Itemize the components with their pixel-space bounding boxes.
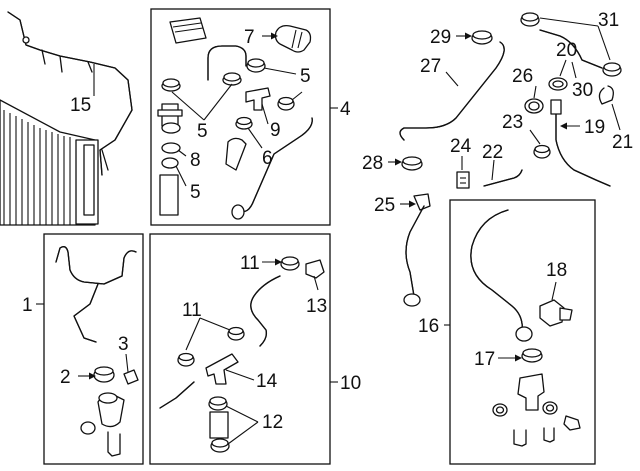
- group-box-4: [150, 8, 331, 226]
- group-box-16: [449, 199, 596, 465]
- callout-3: 3: [118, 334, 129, 355]
- callout-19: 19: [584, 117, 605, 138]
- callout-20: 20: [556, 40, 577, 61]
- callout-18: 18: [546, 260, 567, 281]
- callout-11-middle: 11: [182, 300, 202, 321]
- callout-24: 24: [450, 136, 472, 157]
- callout-8: 8: [190, 150, 201, 171]
- callout-17: 17: [474, 349, 495, 370]
- radiator: [0, 99, 99, 226]
- callout-22: 22: [482, 142, 503, 163]
- callout-4: 4: [340, 99, 351, 120]
- callout-5-bottom: 5: [190, 182, 201, 203]
- callout-1: 1: [22, 295, 33, 316]
- callout-10: 10: [340, 373, 361, 394]
- callout-6: 6: [262, 148, 273, 169]
- callout-31: 31: [598, 10, 619, 31]
- callout-26: 26: [512, 66, 533, 87]
- callout-5-top: 5: [300, 66, 311, 87]
- callout-23: 23: [502, 112, 523, 133]
- callout-28: 28: [362, 153, 383, 174]
- coolant-pipe-15: [7, 11, 133, 176]
- callout-11-top: 11: [240, 253, 260, 274]
- group-10-parts: [159, 256, 325, 453]
- upper-right-parts: [399, 12, 622, 307]
- callout-21: 21: [612, 132, 633, 153]
- group-4-parts: [157, 17, 313, 220]
- callout-12: 12: [262, 412, 283, 433]
- group-box-10: [149, 233, 331, 465]
- callout-2: 2: [60, 367, 71, 388]
- callout-29: 29: [430, 27, 451, 48]
- callout-30: 30: [572, 80, 593, 101]
- callout-16: 16: [418, 316, 439, 337]
- group-16-parts: [470, 209, 581, 447]
- callout-5-middle: 5: [197, 121, 208, 142]
- leader-lines: [36, 17, 621, 445]
- callout-15: 15: [70, 95, 91, 116]
- callout-labels: 15 1 2 3 4 7 5 5 8 5 9 6 10 11 13 11 14 …: [22, 10, 633, 433]
- group-box-1: [43, 233, 144, 465]
- callout-7: 7: [244, 27, 255, 48]
- callout-13: 13: [306, 296, 327, 317]
- callout-25: 25: [374, 195, 395, 216]
- callout-27: 27: [420, 56, 441, 77]
- callout-9: 9: [270, 120, 281, 141]
- group-1-parts: [55, 246, 139, 457]
- callout-14: 14: [256, 371, 278, 392]
